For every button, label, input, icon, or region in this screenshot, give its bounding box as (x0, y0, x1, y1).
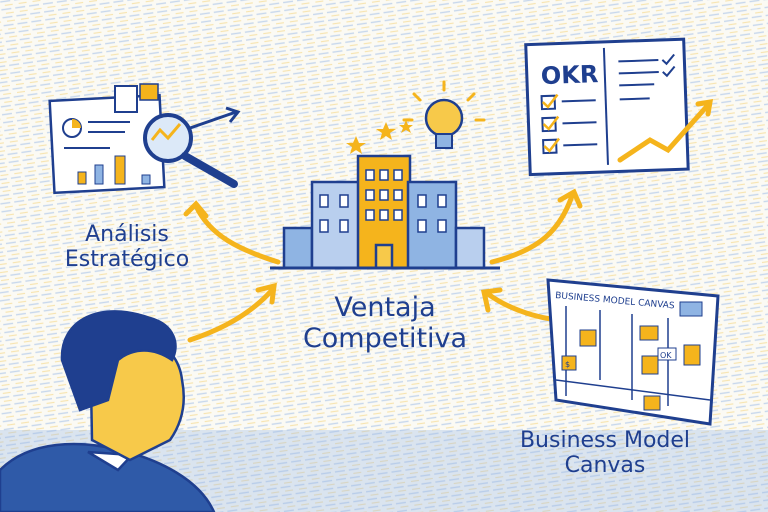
business-model-canvas-board: BUSINESS MODEL CANVAS OK $ (546, 278, 720, 426)
analysis-report-icon (48, 83, 166, 195)
okr-board: OKR (524, 37, 690, 177)
magnifier-icon (143, 106, 241, 188)
label-line: Business Model (519, 428, 691, 453)
label-line: Ventaja (334, 292, 436, 323)
label-line: Estratégico (64, 247, 190, 273)
label-analisis-estrategico: Análisis Estratégico (52, 222, 202, 273)
buildings-icon (270, 154, 500, 270)
label-line: Competitiva (302, 323, 468, 355)
label-ventaja-competitiva: Ventaja Competitiva (285, 292, 485, 354)
okr-title: OKR (540, 60, 598, 90)
label-business-model-canvas: Business Model Canvas (500, 428, 710, 479)
note-dollar: $ (565, 360, 570, 369)
label-line: Análisis (85, 222, 169, 247)
growth-arrow-icon (617, 98, 714, 163)
lightbulb-icon (402, 80, 486, 149)
flow-arrows (183, 188, 593, 343)
note-ok: OK (660, 351, 672, 360)
businessman-figure (0, 310, 216, 512)
label-line: Canvas (564, 453, 646, 479)
stars-icon (346, 120, 413, 154)
